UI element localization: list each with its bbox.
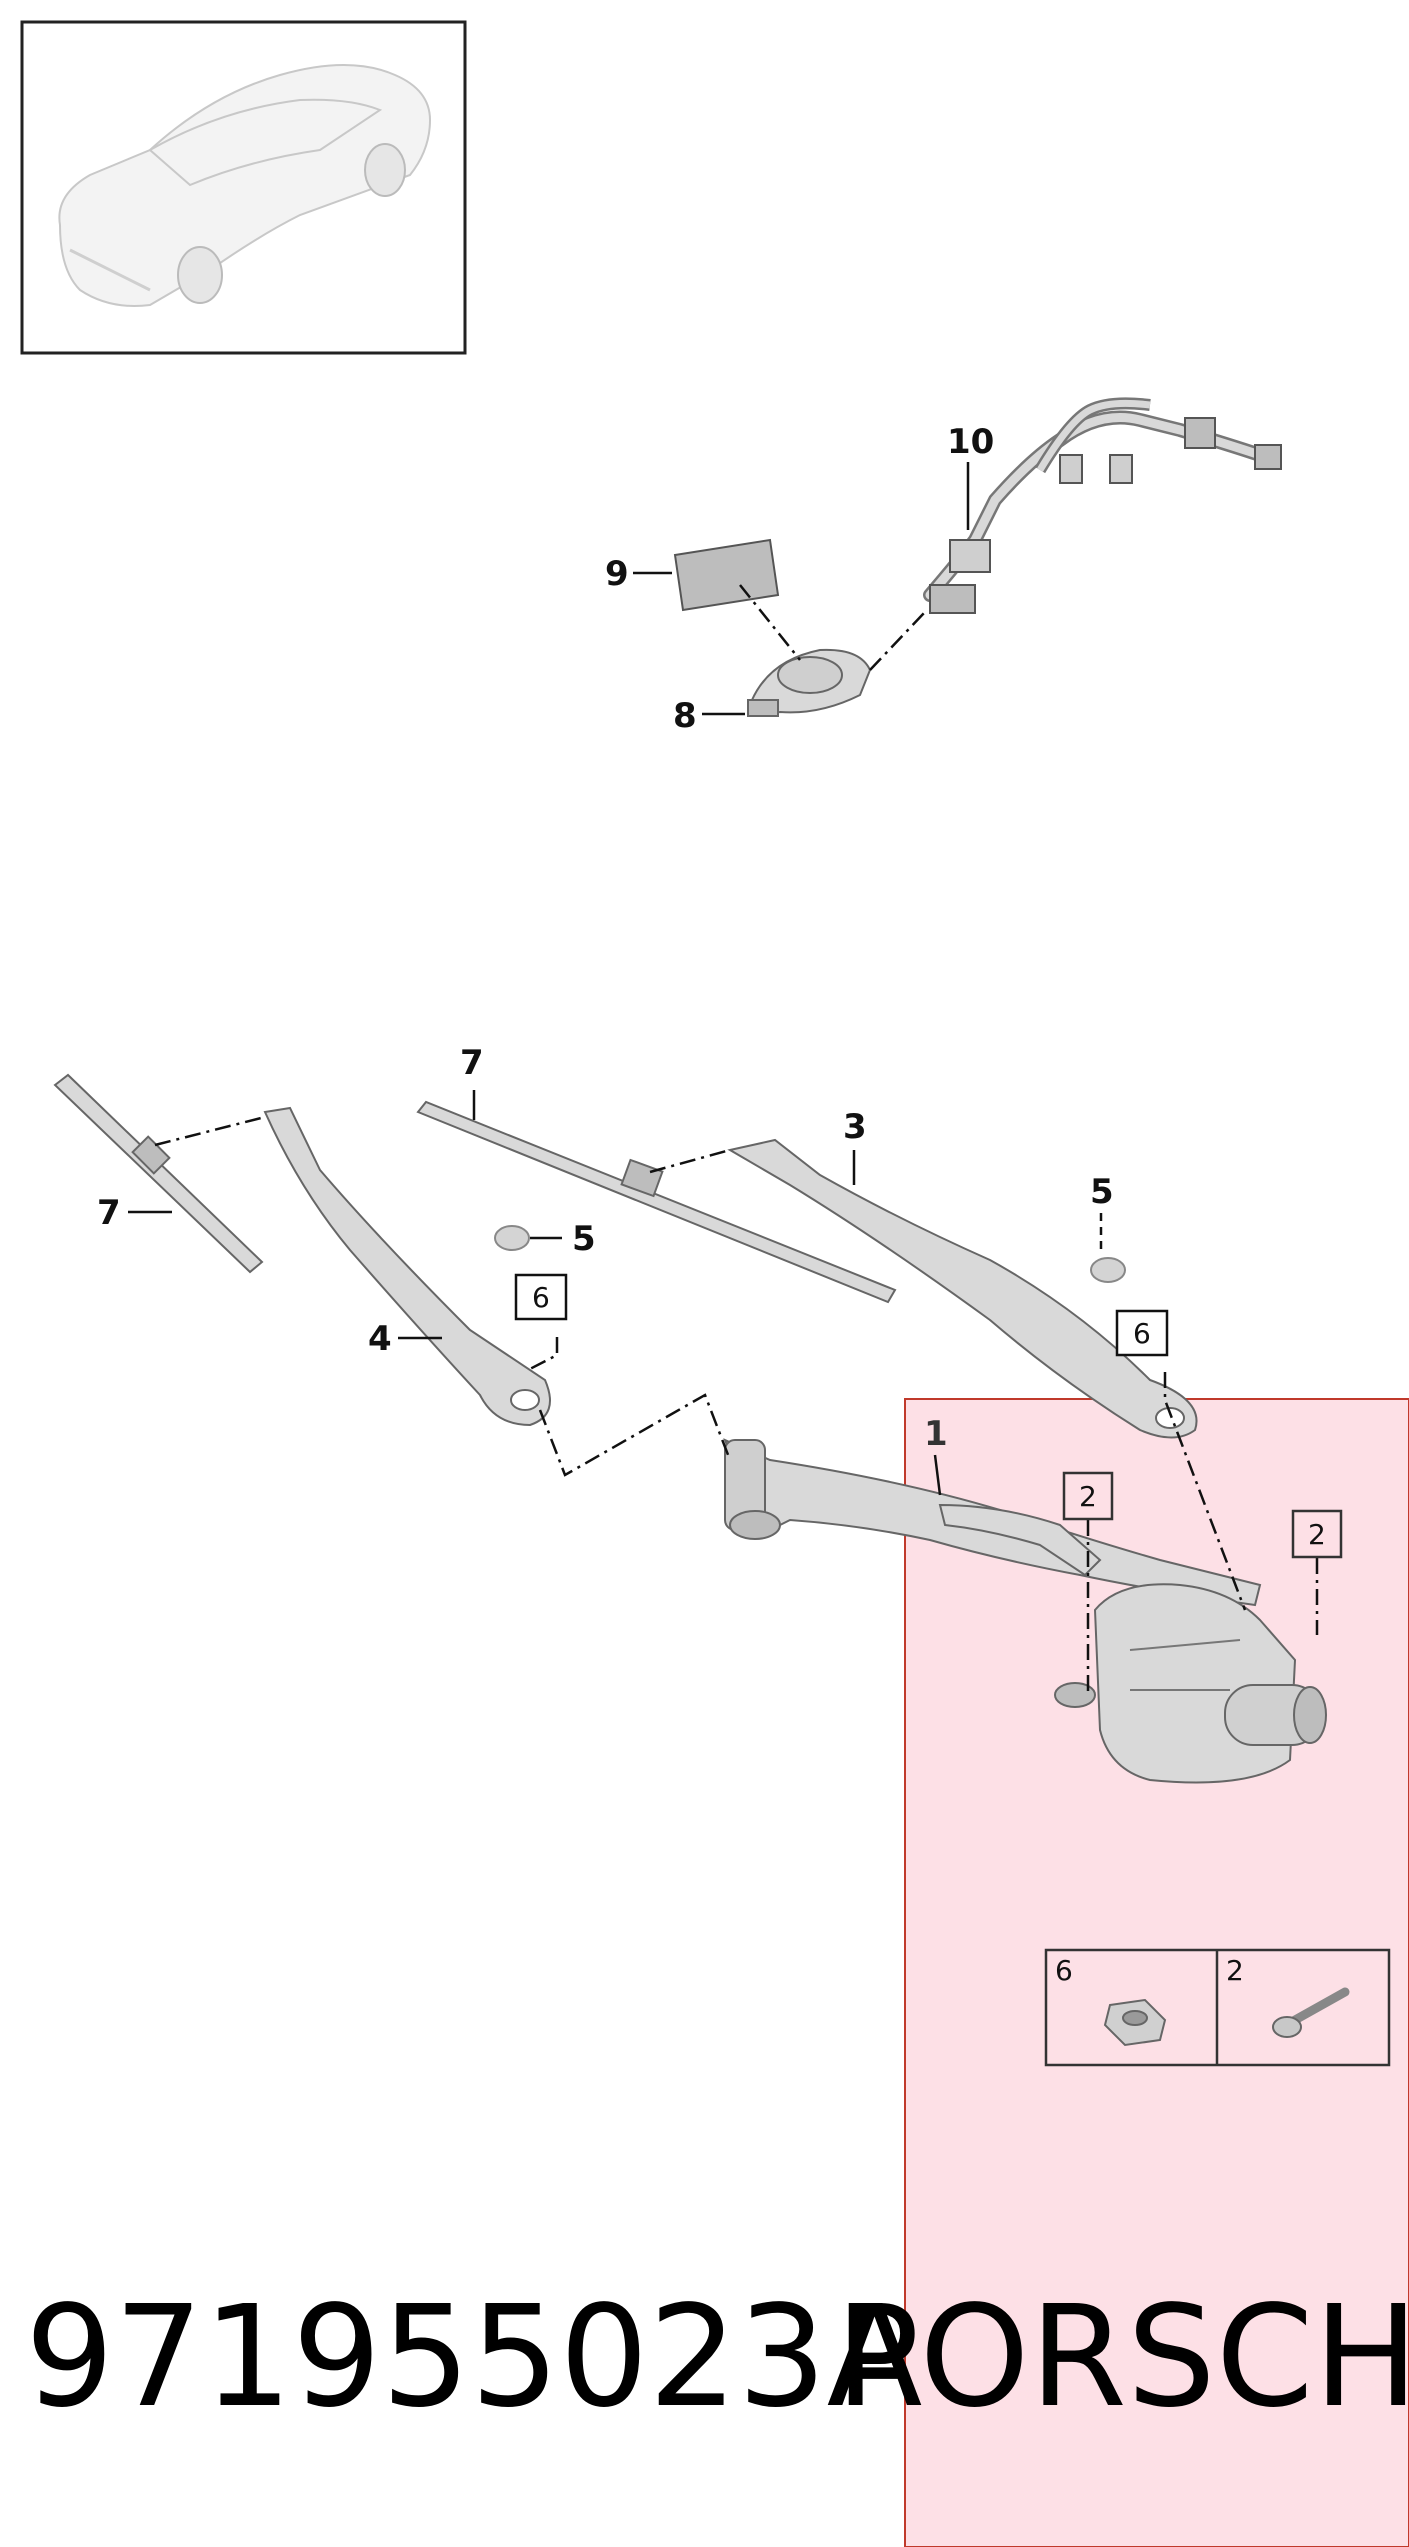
callout-6a: 6 — [532, 1281, 550, 1314]
leader-6a-dash — [527, 1337, 559, 1372]
callout-7a: 7 — [97, 1193, 121, 1233]
callout-2b: 2 — [1308, 1518, 1326, 1551]
callout-5a: 5 — [572, 1219, 596, 1259]
leader-8-harness-dash — [869, 611, 926, 671]
leader-1 — [933, 1454, 942, 1496]
leader-blade-left-dash — [154, 1115, 266, 1147]
car-thumbnail-icon — [20, 20, 467, 355]
wiper-motor — [1054, 1583, 1327, 1784]
leader-blade-right-dash — [649, 1148, 731, 1174]
callout-3: 3 — [843, 1107, 867, 1147]
callout-8: 8 — [673, 696, 697, 736]
callout-4: 4 — [368, 1319, 392, 1359]
leader-6b-dash — [1163, 1372, 1247, 1611]
rain-sensor — [747, 648, 872, 717]
boxed-callout-6a — [514, 1273, 568, 1321]
boxed-callout-2a — [1062, 1471, 1114, 1521]
cap-right — [1090, 1257, 1126, 1283]
callout-1: 1 — [924, 1414, 948, 1454]
boxed-callout-2b — [1291, 1509, 1343, 1559]
wiper-blade-right — [416, 1100, 897, 1304]
wiper-blade-left — [53, 1073, 264, 1274]
callout-10: 10 — [947, 422, 994, 462]
callout-7b: 7 — [460, 1043, 484, 1083]
leader-arm-left-dash — [538, 1393, 732, 1477]
callout-5b: 5 — [1090, 1172, 1114, 1212]
wiper-linkage — [723, 1438, 1262, 1607]
hex-nut-icon — [1103, 1998, 1167, 2047]
wiring-harness — [923, 397, 1282, 614]
kit-box: 6 2 — [1044, 1948, 1391, 2067]
wiper-arm-left — [263, 1106, 551, 1427]
bolt-icon — [1272, 1987, 1350, 2038]
boxed-callout-6b — [1115, 1309, 1169, 1357]
callout-6b: 6 — [1133, 1317, 1151, 1350]
cap-left — [494, 1225, 530, 1251]
callout-9: 9 — [605, 554, 629, 594]
kit-label-nut: 6 — [1055, 1954, 1073, 1987]
brand-name: PORSCHE — [835, 2276, 1409, 2439]
callout-2a: 2 — [1079, 1480, 1097, 1513]
kit-label-bolt: 2 — [1226, 1954, 1244, 1987]
part-number: 971955023A — [25, 2276, 922, 2439]
rain-sensor-pad — [673, 538, 780, 612]
wiper-arm-right — [727, 1138, 1198, 1439]
